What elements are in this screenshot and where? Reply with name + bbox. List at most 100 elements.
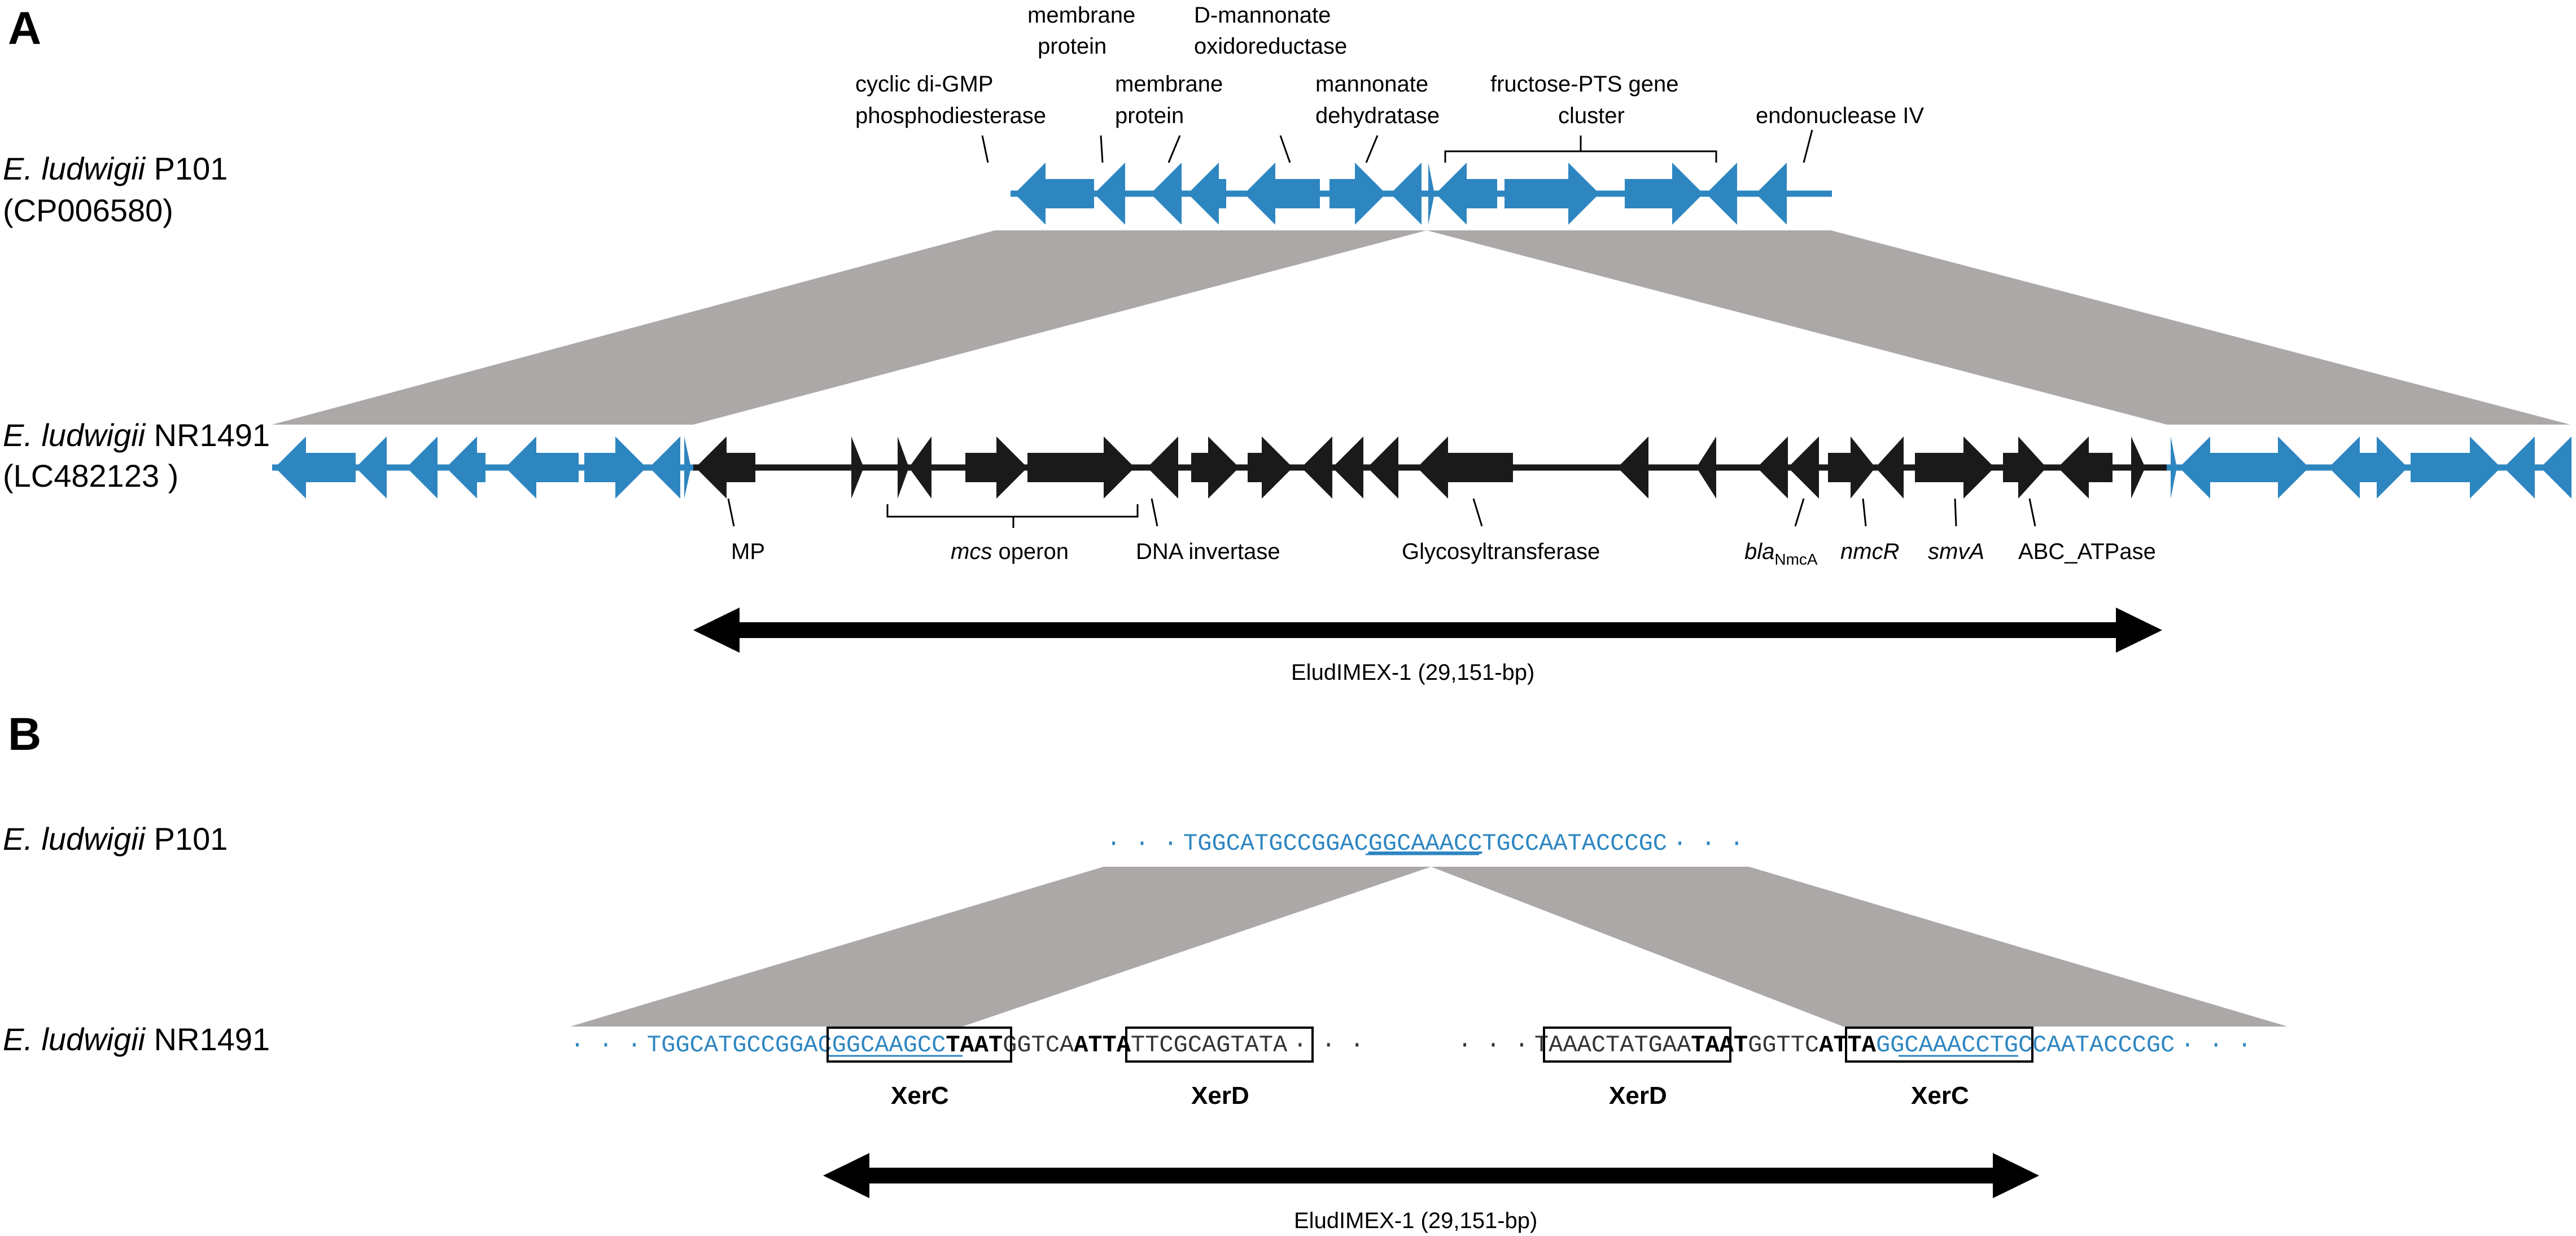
strain-label-p101-b: E. ludwigii P101 bbox=[3, 821, 228, 857]
gene-arrow bbox=[2360, 436, 2408, 499]
gene-arrow bbox=[2504, 436, 2535, 499]
gene-arrow bbox=[1417, 436, 1513, 499]
label-membrane2-l2: protein bbox=[1115, 103, 1184, 128]
xerd-box-right bbox=[1543, 1027, 1731, 1063]
gene-arrow bbox=[1332, 436, 1363, 499]
xerc-box-left bbox=[826, 1027, 1012, 1063]
gene-arrow bbox=[1329, 163, 1386, 225]
xerc-label-right: XerC bbox=[1911, 1082, 1969, 1110]
gene-arrow bbox=[2131, 436, 2145, 499]
gene-arrow bbox=[1428, 163, 1434, 225]
label-mannonate-l1: mannonate bbox=[1315, 72, 1428, 97]
label-bla-nmca: blaNmcA bbox=[1744, 539, 1818, 568]
gene-arrow bbox=[1756, 163, 1787, 225]
label-membrane1-l2: protein bbox=[1038, 34, 1107, 59]
strain-label-nr1491: E. ludwigii NR1491 bbox=[3, 417, 270, 453]
synteny-shade-b-left bbox=[570, 867, 1431, 1027]
gene-arrow bbox=[406, 436, 438, 499]
panel-label-a: A bbox=[8, 3, 41, 54]
nr1491-sequence-left: · · ·TGGCATGCCGGACGGCAAGCCTAATGGTCAATTAT… bbox=[570, 1032, 1364, 1059]
gene-arrow bbox=[1301, 436, 1332, 499]
label-mannonate-l2: dehydratase bbox=[1315, 103, 1440, 128]
xer-boxes bbox=[826, 1027, 2033, 1063]
eludimex-label-b: EludIMEX-1 (29,151-bp) bbox=[1294, 1208, 1537, 1233]
gene-arrow bbox=[2179, 436, 2258, 499]
gene-arrow bbox=[1188, 163, 1226, 225]
p101-sequence: · · ·TGGCATGCCGGACGGCAAACCTGCCAATACCCGC·… bbox=[1107, 830, 1744, 857]
gene-arrow bbox=[1625, 163, 1703, 225]
label-glycosyltransferase: Glycosyltransferase bbox=[1402, 539, 1600, 564]
gene-arrow bbox=[1505, 163, 1599, 225]
gene-arrow bbox=[2540, 436, 2571, 499]
synteny-shade-right bbox=[1427, 230, 2570, 425]
nr1491-right-host-genes bbox=[2171, 436, 2571, 499]
strain-label-nr1491-b: E. ludwigii NR1491 bbox=[3, 1021, 270, 1057]
gene-arrow bbox=[584, 436, 646, 499]
gene-arrow bbox=[909, 436, 931, 499]
gene-arrow bbox=[649, 436, 680, 499]
gene-arrow bbox=[696, 436, 755, 499]
panel-label-b: B bbox=[8, 709, 41, 760]
gene-arrow bbox=[446, 436, 486, 499]
gene-arrow bbox=[684, 436, 691, 499]
gene-arrow bbox=[1191, 436, 1239, 499]
label-membrane2-l1: membrane bbox=[1115, 72, 1223, 97]
label-fructose-l1: fructose-PTS gene bbox=[1490, 72, 1679, 97]
gene-arrow bbox=[1828, 436, 1875, 499]
strain-accession-p101: (CP006580) bbox=[3, 193, 173, 228]
xerd-label-right: XerD bbox=[1609, 1082, 1667, 1110]
gene-arrow bbox=[1706, 163, 1737, 225]
gene-arrow bbox=[965, 436, 1027, 499]
gene-arrow bbox=[1244, 163, 1320, 225]
xerc-box-right bbox=[1845, 1027, 2033, 1063]
gene-arrow bbox=[1875, 436, 1904, 499]
strain-accession-nr1491: (LC482123 ) bbox=[3, 458, 178, 493]
gene-arrow bbox=[2003, 436, 2046, 499]
strain-label-p101: E. ludwigii P101 bbox=[3, 151, 228, 186]
label-abc-atpase: ABC_ATPase bbox=[2018, 539, 2156, 564]
gene-arrow bbox=[1151, 163, 1182, 225]
label-dna-invertase: DNA invertase bbox=[1136, 539, 1280, 564]
eludimex-span-arrow-a bbox=[693, 608, 2162, 653]
gene-arrow bbox=[1915, 436, 1995, 499]
gene-arrow bbox=[1696, 436, 1716, 499]
label-cyclic-l1: cyclic di-GMP bbox=[855, 72, 993, 97]
gene-arrow bbox=[2171, 436, 2177, 499]
gene-arrow bbox=[898, 436, 909, 499]
gene-arrow bbox=[1014, 163, 1094, 225]
gene-arrow bbox=[1094, 163, 1125, 225]
gene-arrow bbox=[2258, 436, 2309, 499]
label-endonuclease: endonuclease IV bbox=[1756, 103, 1924, 128]
eludimex-span-arrow-b bbox=[823, 1153, 2039, 1198]
label-fructose-l2: cluster bbox=[1558, 103, 1625, 128]
gene-arrow bbox=[1617, 436, 1648, 499]
gene-arrow bbox=[2058, 436, 2113, 499]
gene-arrow bbox=[2329, 436, 2360, 499]
gene-arrow bbox=[2411, 436, 2501, 499]
gene-arrow bbox=[851, 436, 864, 499]
gene-arrow bbox=[1027, 436, 1135, 499]
label-mp: MP bbox=[731, 539, 765, 564]
gene-arrow bbox=[275, 436, 356, 499]
gene-arrow bbox=[1788, 436, 1819, 499]
label-nmcr: nmcR bbox=[1840, 539, 1899, 564]
gene-arrow bbox=[1248, 436, 1293, 499]
label-dmann-l2: oxidoreductase bbox=[1194, 34, 1347, 59]
gene-arrow bbox=[1147, 436, 1178, 499]
label-dmann-l1: D-mannonate bbox=[1194, 3, 1331, 28]
label-membrane1-l1: membrane bbox=[1027, 3, 1135, 28]
nr1491-leader-lines bbox=[727, 498, 2036, 528]
gene-arrow bbox=[1390, 163, 1422, 225]
gene-arrow bbox=[1757, 436, 1788, 499]
xerd-label-left: XerD bbox=[1191, 1082, 1249, 1110]
xerd-box-left bbox=[1125, 1027, 1314, 1063]
eludimex-label-a: EludIMEX-1 (29,151-bp) bbox=[1291, 660, 1534, 685]
label-mcs-operon: mcs operon bbox=[951, 539, 1069, 564]
label-cyclic-l2: phosphodiesterase bbox=[855, 103, 1046, 128]
gene-arrow bbox=[505, 436, 579, 499]
synteny-shade-left bbox=[272, 230, 1427, 425]
label-smva: smvA bbox=[1928, 539, 1984, 564]
p101-leader-lines bbox=[981, 129, 1813, 163]
synteny-shade-b-right bbox=[1431, 867, 2288, 1027]
gene-arrow bbox=[1367, 436, 1398, 499]
